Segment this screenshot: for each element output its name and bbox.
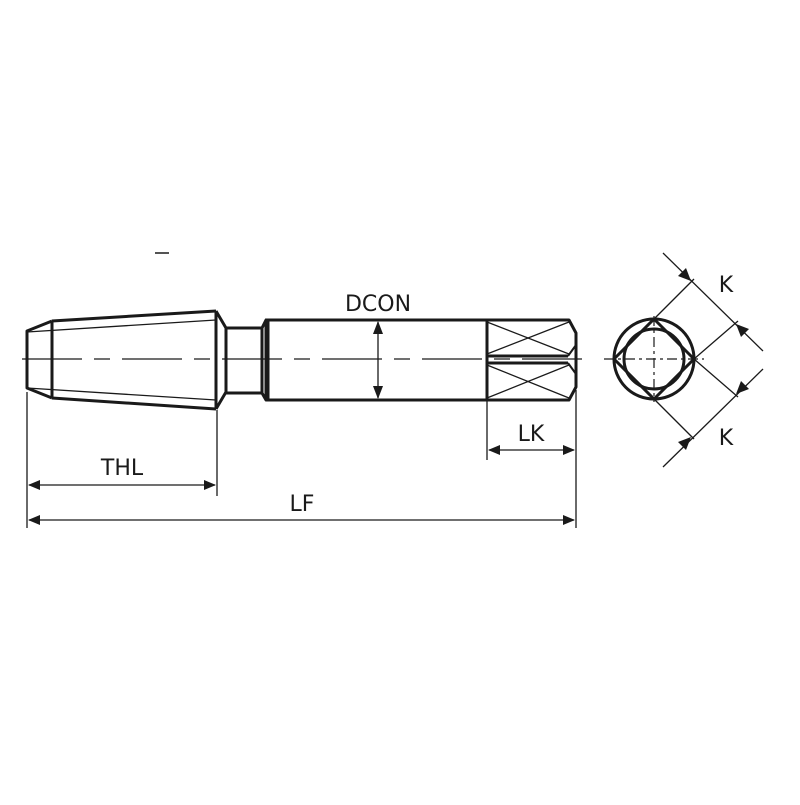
dcon-label: DCON xyxy=(345,292,411,317)
k-bottom-label: K xyxy=(719,426,734,451)
thl-label: THL xyxy=(100,456,144,481)
square-drive xyxy=(485,318,578,402)
neck-section xyxy=(224,318,268,402)
shank-section xyxy=(266,318,487,402)
lf-dimension: LF xyxy=(28,492,575,525)
lk-dimension: LK xyxy=(486,390,577,528)
lf-label: LF xyxy=(290,492,315,517)
thread-section xyxy=(25,309,228,411)
tap-side-view xyxy=(22,309,592,411)
dcon-dimension: DCON xyxy=(345,292,411,399)
k-dimension-top: K xyxy=(653,252,764,360)
k-top-label: K xyxy=(719,273,734,298)
lk-label: LK xyxy=(518,422,545,447)
k-dimension-bottom: K xyxy=(653,358,764,468)
thl-dimension: THL xyxy=(26,392,218,528)
tap-end-view xyxy=(604,316,704,402)
